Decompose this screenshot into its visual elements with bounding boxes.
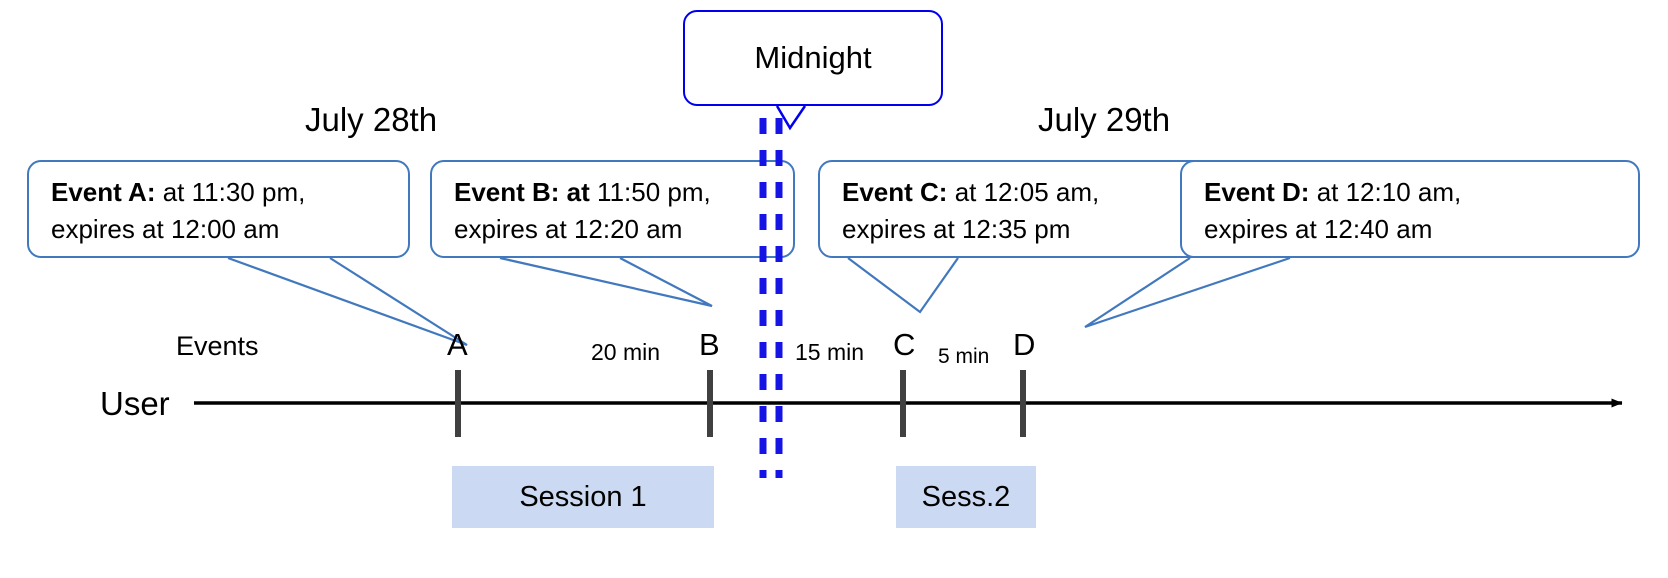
tick-label-a: A [447,327,468,362]
event-callout-b: Event B: at 11:50 pm, expires at 12:20 a… [430,160,795,258]
interval-label-c-d: 5 min [938,345,990,368]
event-d-line2: expires at 12:40 am [1204,214,1433,244]
event-c-tail [847,257,959,314]
event-c-bold: Event C: [842,177,948,207]
event-d-bold: Event D: [1204,177,1310,207]
tick-label-b: B [699,327,720,362]
event-callout-d: Event D: at 12:10 am, expires at 12:40 a… [1180,160,1640,258]
session-bar-1: Session 1 [452,466,714,528]
event-d-rest: at 12:10 am, [1309,177,1462,207]
tick-label-c: C [893,327,916,362]
event-b-bold: Event B: at [454,177,590,207]
event-b-line1: Event B: at 11:50 pm, [454,177,711,207]
interval-label-b-c: 15 min [795,339,865,365]
event-a-line2: expires at 12:00 am [51,214,280,244]
event-c-line1: Event C: at 12:05 am, [842,177,1099,207]
midnight-label: Midnight [754,40,872,75]
event-c-rest: at 12:05 am, [947,177,1100,207]
event-b-rest: 11:50 pm, [589,177,711,207]
event-a-rest: at 11:30 pm, [155,177,306,207]
session-bar-2: Sess.2 [896,466,1036,528]
date-label-july-28: July 28th [305,101,438,138]
event-a-tail [227,256,468,347]
event-d-tail [1084,256,1291,329]
event-d-line1: Event D: at 12:10 am, [1204,177,1461,207]
event-a-line1: Event A: at 11:30 pm, [51,177,305,207]
date-label-july-29: July 29th [1038,101,1171,138]
axis-row-label-user: User [100,385,170,422]
midnight-callout-tail [775,105,807,131]
event-callout-c: Event C: at 12:05 am, expires at 12:35 p… [818,160,1212,258]
events-row-label: Events [176,331,259,361]
event-c-line2: expires at 12:35 pm [842,214,1071,244]
event-a-bold: Event A: [51,177,156,207]
session-2-label: Sess.2 [921,480,1011,513]
session-1-label: Session 1 [519,480,647,513]
interval-label-a-b: 20 min [591,339,661,365]
midnight-callout: Midnight [683,10,943,106]
event-b-tail [499,256,713,308]
event-b-line2: expires at 12:20 am [454,214,683,244]
event-callout-a: Event A: at 11:30 pm, expires at 12:00 a… [27,160,410,258]
tick-label-d: D [1013,327,1036,362]
